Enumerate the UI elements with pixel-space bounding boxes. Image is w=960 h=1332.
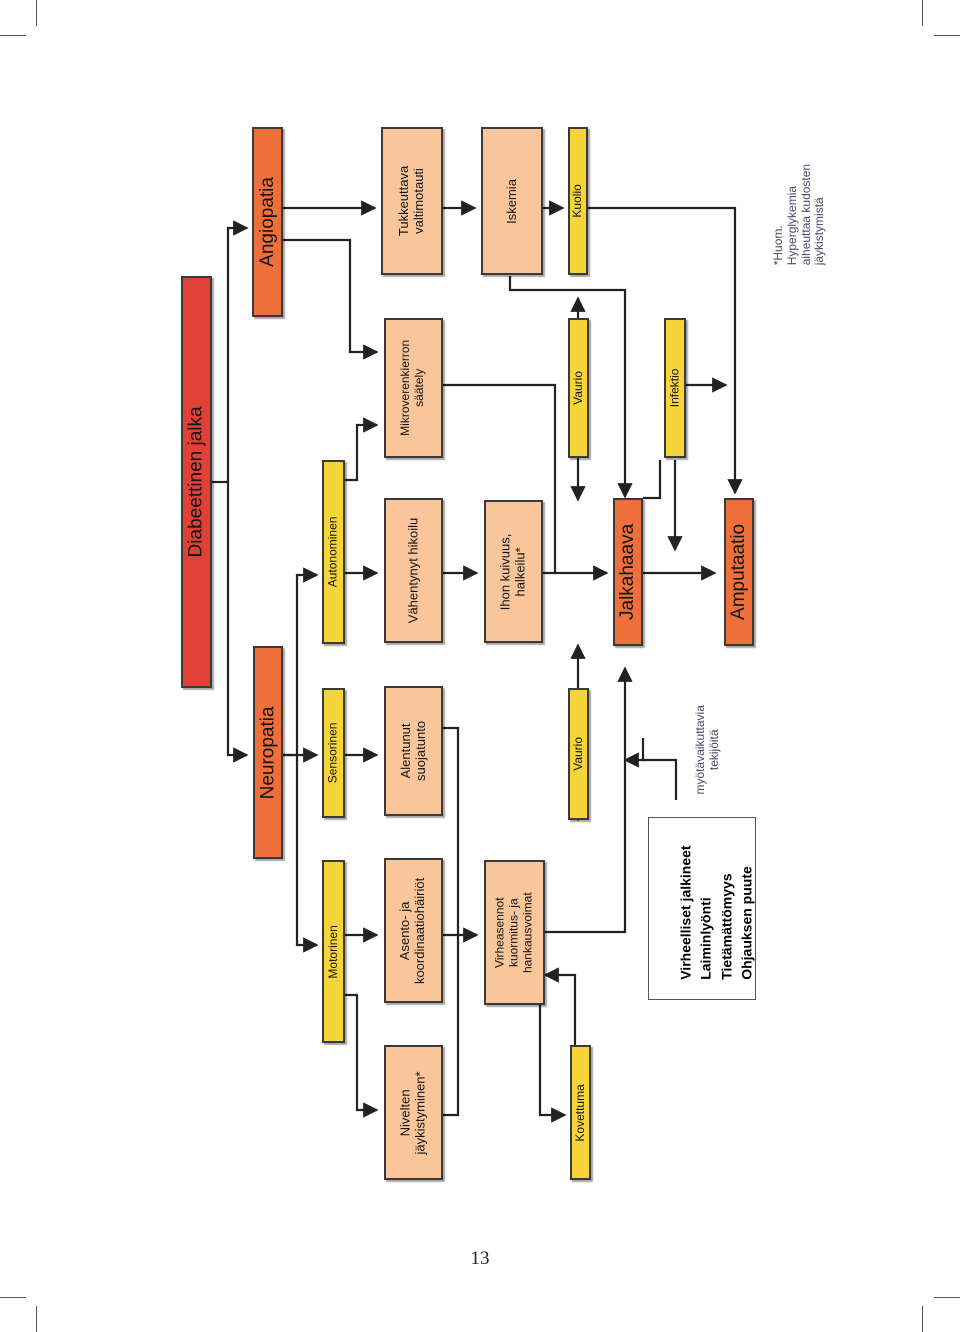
node-diabeettinen-jalka: Diabeettinen jalka xyxy=(181,276,212,688)
node-virheasennot: Virheasennot kuormitus- ja hankausvoimat xyxy=(484,860,545,1005)
node-label: Mikroverenkierron säätely xyxy=(398,339,427,437)
node-sensorinen: Sensorinen xyxy=(322,688,345,818)
node-autonominen: Autonominen xyxy=(322,460,345,644)
node-label: Neuropatia xyxy=(257,706,279,799)
node-kuolio: Kuolio xyxy=(568,127,588,275)
arrow-autonominen-mikroverenkierto xyxy=(345,417,379,482)
node-amputaatio: Amputaatio xyxy=(724,498,754,646)
node-asento-koordinaatio: Asento- ja koordinaatiohäiriöt xyxy=(384,858,443,1003)
crop-mark xyxy=(36,1306,37,1332)
arrow-neuropatia-autonominen xyxy=(295,567,319,755)
crop-mark xyxy=(36,0,37,26)
node-label: Angiopatia xyxy=(256,177,278,267)
node-label: Vaurio xyxy=(570,371,585,405)
arrow-jalkahaava-infektio xyxy=(643,460,662,500)
crop-mark xyxy=(0,1297,26,1298)
node-iskemia: Iskemia xyxy=(481,127,543,275)
crop-mark xyxy=(0,35,26,36)
node-alentunut-suojatunto: Alentunut suojatunto xyxy=(384,686,443,816)
node-label: Iskemia xyxy=(503,178,519,224)
node-vaurio-right: Vaurio xyxy=(568,318,589,458)
arrow-kovettuma-virheasennot xyxy=(543,967,577,1045)
node-label: Amputaatio xyxy=(728,523,750,621)
node-label: Ihon kuivuus, halkeilu* xyxy=(497,533,528,610)
arrow-root-neuropatia xyxy=(212,480,249,763)
node-label: Vaurio xyxy=(570,737,585,771)
crop-mark xyxy=(934,35,960,36)
contributing-factors-box: Virheelliset jalkineet Laiminlyönti Tiet… xyxy=(648,817,756,1000)
arrow-mikro-jalkahaava xyxy=(443,383,557,573)
arrow-virheasennot-kovettuma xyxy=(538,1005,567,1123)
node-jalkahaava: Jalkahaava xyxy=(613,498,643,646)
node-label: Asento- ja koordinaatiohäiriöt xyxy=(397,877,428,984)
arrow-nivelten-virheasennot xyxy=(443,935,460,1117)
node-label: Alentunut suojatunto xyxy=(397,721,428,781)
node-label: Nivelten jäykistyminen* xyxy=(397,1070,428,1155)
node-label: Infektio xyxy=(667,368,682,408)
arrow-iskemia-jalkahaava xyxy=(508,276,633,499)
arrow-neuropatia-motorinen xyxy=(283,753,319,953)
node-label: Virheasennot kuormitus- ja hankausvoimat xyxy=(492,892,535,973)
node-vahentynyt-hikoilu: Vähentynyt hikoilu xyxy=(384,498,443,643)
node-motorinen: Motorinen xyxy=(322,860,345,1043)
node-nivelten-jaykistyminen: Nivelten jäykistyminen* xyxy=(384,1045,443,1180)
arrow-root-angiopatia xyxy=(226,220,249,482)
arrow-factors-jalkahaava xyxy=(641,738,678,800)
page-number: 13 xyxy=(470,1248,490,1269)
node-mikroverenkierron-saately: Mikroverenkierron säätely xyxy=(384,318,443,458)
node-label: Tukkeuttava valtimotauti xyxy=(396,165,426,237)
node-label: Kovettuma xyxy=(572,1083,587,1142)
node-label: Sensorinen xyxy=(325,722,340,784)
node-vaurio-left: Vaurio xyxy=(568,688,589,820)
node-tukkeuttava-valtimotauti: Tukkeuttava valtimotauti xyxy=(381,127,443,275)
node-label: Jalkahaava xyxy=(617,523,639,621)
node-angiopatia: Angiopatia xyxy=(252,127,283,317)
node-infektio: Infektio xyxy=(664,318,686,458)
node-label: Autonominen xyxy=(325,516,340,588)
arrow-motorinen-nivelten xyxy=(345,993,379,1118)
arrow-angiopatia-mikroverenkierto xyxy=(283,238,379,360)
node-ihon-kuivuus: Ihon kuivuus, halkeilu* xyxy=(484,500,543,643)
footnote-text: *Huom. Hyperglykemia aiheuttaa kudosten … xyxy=(771,164,827,266)
node-label: Diabeettinen jalka xyxy=(185,406,207,558)
footnote: *Huom. Hyperglykemia aiheuttaa kudosten … xyxy=(760,140,840,290)
node-label: Vähentynyt hikoilu xyxy=(405,517,421,624)
factors-label-text: myötävaikuttavia tekijöitä xyxy=(693,705,721,795)
crop-mark xyxy=(922,0,923,26)
crop-mark xyxy=(922,1306,923,1332)
node-neuropatia: Neuropatia xyxy=(253,646,283,859)
factors-list: Virheelliset jalkineet Laiminlyönti Tiet… xyxy=(677,845,755,980)
crop-mark xyxy=(934,1297,960,1298)
arrow-suojatunto-virheasennot xyxy=(443,726,460,935)
node-label: Kuolio xyxy=(570,184,585,218)
node-label: Motorinen xyxy=(325,924,340,979)
node-kovettuma: Kovettuma xyxy=(570,1045,591,1180)
arrow-kuolio-amputaatio xyxy=(587,206,743,495)
contributing-factors-label: myötävaikuttavia tekijöitä xyxy=(690,690,726,810)
